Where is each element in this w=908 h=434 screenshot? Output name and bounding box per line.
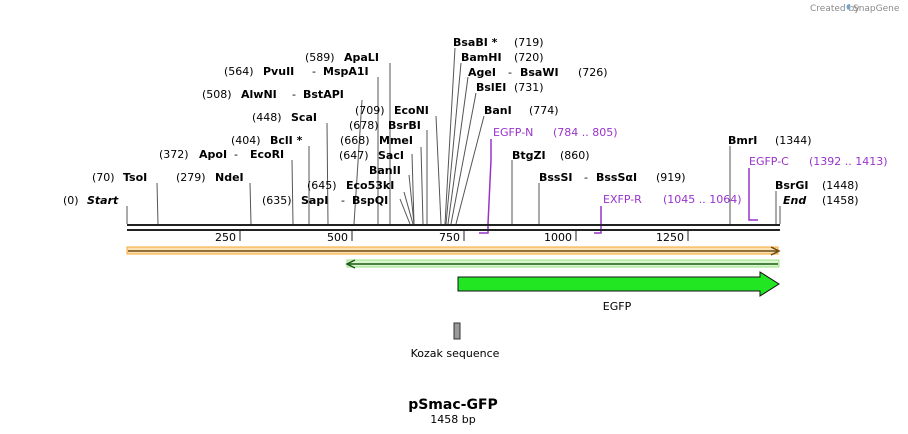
- site-pos-btgzi: (860): [560, 149, 590, 162]
- ruler-label-500: 500: [327, 231, 348, 244]
- site-btgzi: BtgZI: [512, 149, 546, 162]
- site-bsssi: BssSI: [539, 171, 573, 184]
- site-pos-alwni: (508): [202, 88, 232, 101]
- primer-egfp-c-arrow: [748, 168, 758, 221]
- site-bmri: BmrI: [728, 134, 757, 147]
- plasmid-length: 1458 bp: [430, 413, 475, 426]
- site-ndei: NdeI: [215, 171, 244, 184]
- site-ecori: EcoRI: [250, 148, 284, 161]
- site-pos-bsssi: (919): [656, 171, 686, 184]
- site-eco53ki: Eco53kI: [346, 179, 394, 192]
- site-pos-scai: (448): [252, 111, 282, 124]
- primer-egfp-c[interactable]: EGFP-C (1392 .. 1413): [748, 155, 888, 221]
- svg-text:-: -: [292, 88, 296, 101]
- site-banii: BanII: [369, 164, 401, 177]
- site-pos-eco53ki: (645): [307, 179, 337, 192]
- ruler-label-1000: 1000: [544, 231, 572, 244]
- site-pos-start: (0): [63, 194, 79, 207]
- site-pos-apali: (589): [305, 51, 335, 64]
- site-pos-mmei: (668): [340, 134, 370, 147]
- site-bamhi: BamHI: [461, 51, 502, 64]
- site-bsrgi: BsrGI: [775, 179, 808, 192]
- primer-egfp-c-label: EGFP-C: [749, 155, 789, 168]
- site-apali: ApaLI: [344, 51, 379, 64]
- backbone-bottom-strand: [127, 229, 780, 231]
- site-agei: AgeI: [468, 66, 496, 79]
- watermark-prefix: Created by: [810, 4, 860, 14]
- site-pos-bani: (774): [529, 104, 559, 117]
- primer-egfp-n[interactable]: EGFP-N (784 .. 805): [479, 126, 618, 234]
- site-pos-end: (1458): [822, 194, 859, 207]
- site-bsrbi: BsrBI: [388, 119, 421, 132]
- feature-kozak-label: Kozak sequence: [411, 347, 500, 360]
- ruler-label-750: 750: [439, 231, 460, 244]
- egfp-arrow: [457, 271, 780, 297]
- svg-text:-: -: [341, 194, 345, 207]
- site-pos-sapi: (635): [262, 194, 292, 207]
- primer-egfp-c-range: (1392 .. 1413): [809, 155, 888, 168]
- ruler-label-250: 250: [215, 231, 236, 244]
- site-pvuii: PvuII: [263, 65, 294, 78]
- site-apoi: ApoI: [199, 148, 227, 161]
- site-pos-agei: (726): [578, 66, 608, 79]
- primer-exfp-r-range: (1045 .. 1064): [663, 193, 742, 206]
- plasmid-name: pSmac-GFP: [408, 397, 498, 413]
- site-bcli: BclI *: [270, 134, 303, 147]
- site-pos-saci: (647): [339, 149, 369, 162]
- svg-text:-: -: [234, 148, 238, 161]
- site-econi: EcoNI: [394, 104, 429, 117]
- site-bslei: BslEI: [476, 81, 506, 94]
- kozak-box: [453, 322, 461, 340]
- backbone-top-strand: [127, 224, 780, 226]
- site-bsabi: BsaBI *: [453, 36, 498, 49]
- site-bstapi: BstAPI: [303, 88, 344, 101]
- site-mspa1i: MspA1I: [323, 65, 369, 78]
- primer-egfp-n-arrow: [479, 139, 492, 234]
- orf-forward[interactable]: [126, 246, 781, 256]
- feature-egfp-label: EGFP: [603, 300, 632, 313]
- snapgene-logo-icon: [846, 4, 850, 10]
- site-sapi: SapI: [301, 194, 328, 207]
- ruler-label-1250: 1250: [656, 231, 684, 244]
- site-saci: SacI: [378, 149, 404, 162]
- site-pos-bslei: (731): [514, 81, 544, 94]
- site-tsoi: TsoI: [123, 171, 147, 184]
- site-bspqi: BspQI: [352, 194, 388, 207]
- primer-egfp-n-range: (784 .. 805): [553, 126, 618, 139]
- site-pos-apoi: (372): [159, 148, 189, 161]
- site-pos-bsabi: (719): [514, 36, 544, 49]
- site-start: Start: [87, 194, 119, 207]
- site-pos-bcli: (404): [231, 134, 261, 147]
- site-alwni: AlwNI: [241, 88, 277, 101]
- site-bsssai: BssSαI: [596, 171, 637, 184]
- site-pos-bamhi: (720): [514, 51, 544, 64]
- ruler-ticks: [239, 231, 689, 241]
- site-scai: ScaI: [291, 111, 317, 124]
- feature-kozak[interactable]: Kozak sequence: [411, 322, 500, 360]
- site-pos-ndei: (279): [176, 171, 206, 184]
- site-pos-pvuii: (564): [224, 65, 254, 78]
- site-pos-econi: (709): [355, 104, 385, 117]
- site-pos-tsoi: (70): [92, 171, 115, 184]
- site-pos-bsrgi: (1448): [822, 179, 859, 192]
- svg-text:-: -: [312, 65, 316, 78]
- svg-text:-: -: [584, 171, 588, 184]
- primer-egfp-n-label: EGFP-N: [493, 126, 533, 139]
- orf-reverse[interactable]: [345, 259, 780, 269]
- primer-exfp-r[interactable]: EXFP-R (1045 .. 1064): [594, 193, 742, 234]
- watermark-brand: SnapGene: [853, 4, 900, 14]
- primer-exfp-r-arrow: [594, 206, 602, 234]
- primer-exfp-r-label: EXFP-R: [603, 193, 642, 206]
- site-end: End: [783, 194, 806, 207]
- svg-text:-: -: [508, 66, 512, 79]
- feature-egfp[interactable]: EGFP: [457, 271, 780, 313]
- site-bsawi: BsaWI: [520, 66, 559, 79]
- site-mmei: MmeI: [379, 134, 413, 147]
- site-leader-lines: [126, 47, 781, 225]
- site-pos-bmri: (1344): [775, 134, 812, 147]
- site-pos-bsrbi: (678): [349, 119, 379, 132]
- site-bani: BanI: [484, 104, 512, 117]
